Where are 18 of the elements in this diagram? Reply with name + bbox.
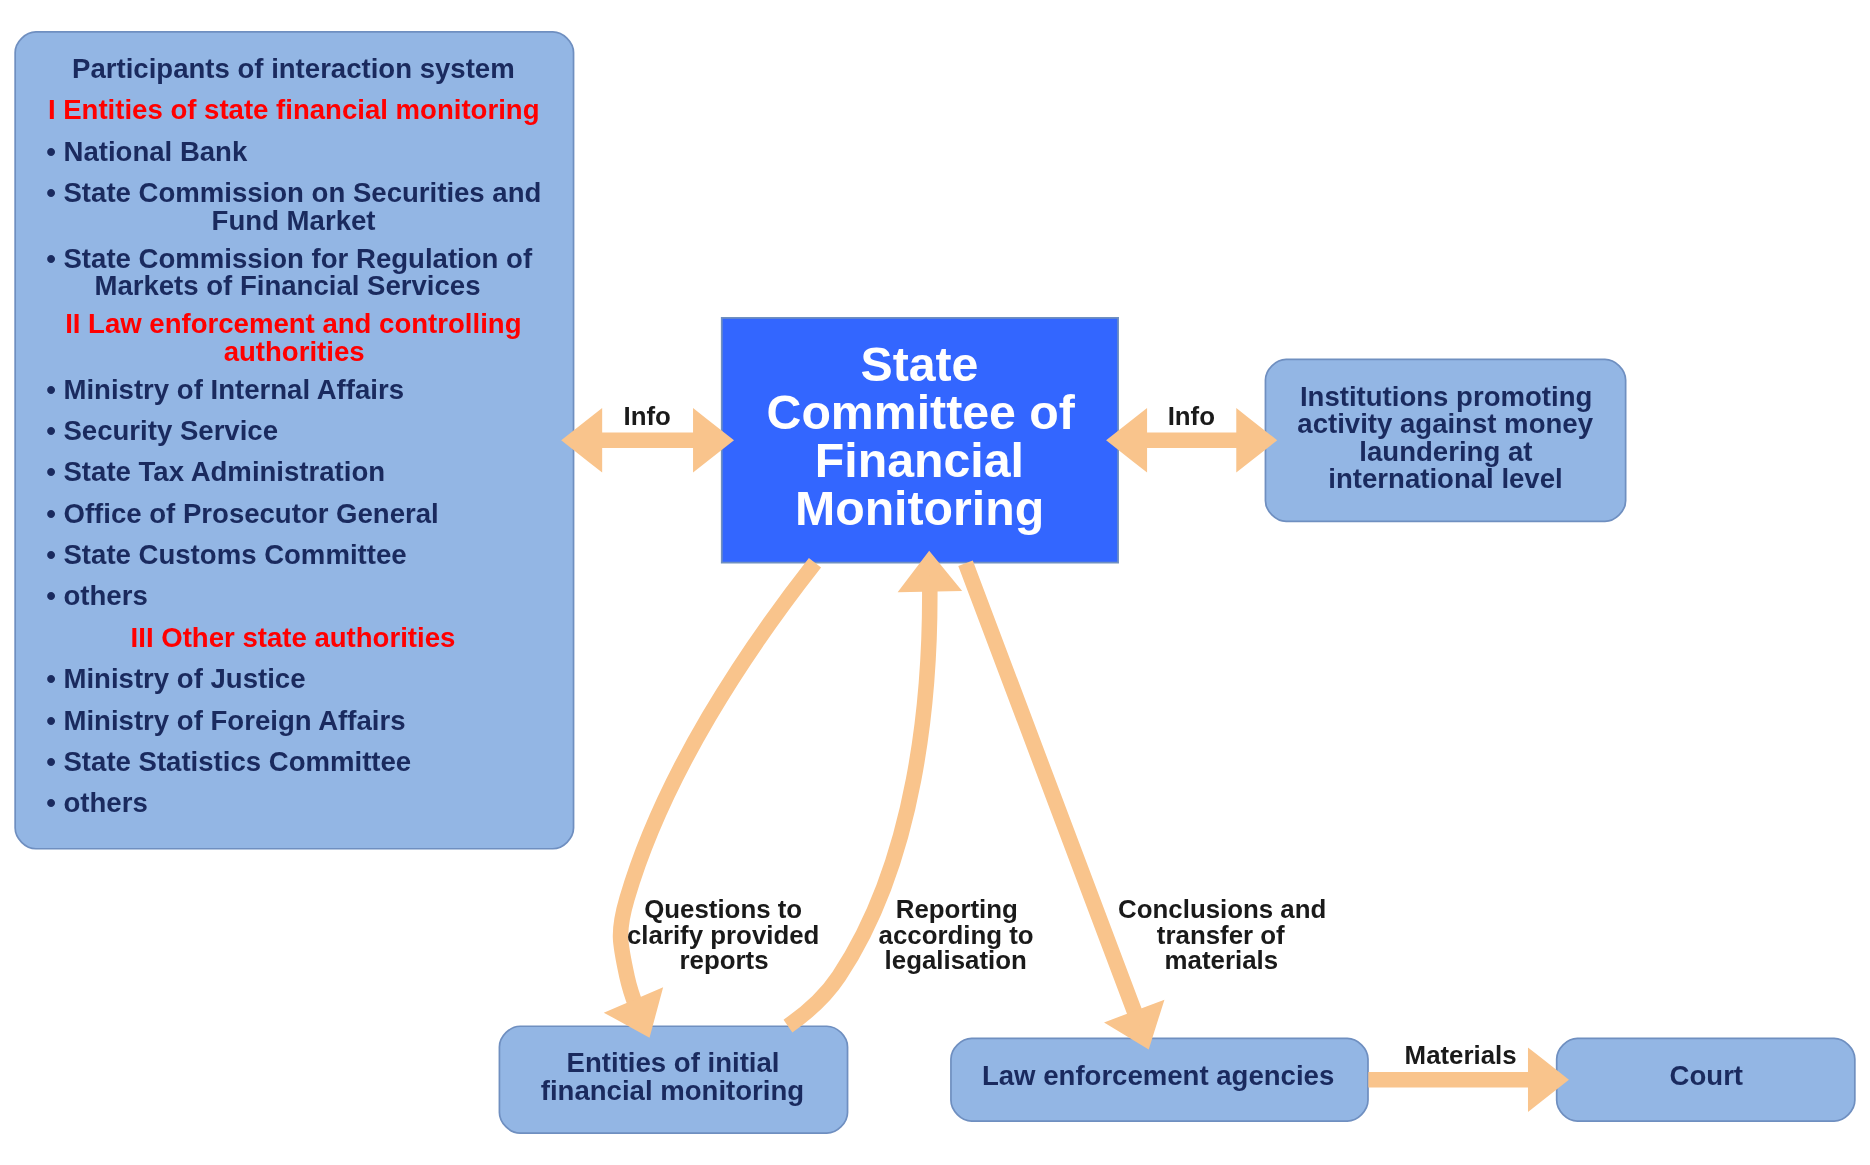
- node-box: Law enforcement agencies: [950, 1037, 1369, 1122]
- arrow: [958, 560, 1165, 1050]
- arrow: [1368, 1047, 1569, 1112]
- node-box: Entities of initial financial monitoring: [498, 1025, 849, 1134]
- edge-label: Conclusions and transfer of materials: [1118, 894, 1327, 975]
- arrow: [1106, 408, 1278, 473]
- edge-label: Questions to clarify provided reports: [626, 894, 820, 975]
- node-box: State Committee of Financial Monitoring: [720, 317, 1119, 564]
- edge-label: Info: [1167, 401, 1216, 430]
- arrow: [561, 408, 734, 473]
- arrow: [603, 558, 822, 1038]
- node-box: Institutions promoting activity against money laundering at international level: [1264, 358, 1627, 523]
- arrow: [783, 550, 963, 1033]
- edge-label: Info: [623, 401, 671, 430]
- node-box: Court: [1555, 1037, 1856, 1122]
- edge-label: Reporting according to legalisation: [878, 894, 1034, 975]
- node-box: Participants of interaction system I Entities of state financial monitoring • National Bank • State Commission on Securities and Fund Market • State Commission for Regulation of Markets of Financial Services II Law enforcement and controlling authorities • Ministry of Internal Affairs • Security Service • State Tax Administration • Office of Prosecutor General • State Customs Committee • others III Other state authorities • Ministry of Justice • Ministry of Foreign Affairs • State Statistics Committee • others: [14, 31, 575, 850]
- edge-label: Materials: [1404, 1041, 1517, 1070]
